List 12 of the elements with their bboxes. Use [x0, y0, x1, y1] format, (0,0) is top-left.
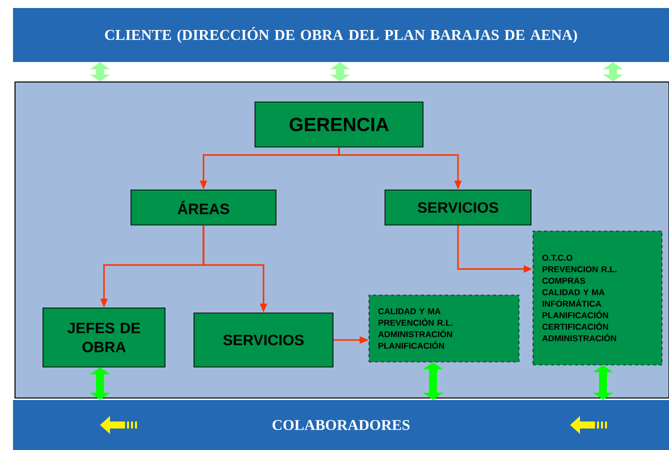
- double-arrow: [602, 62, 624, 82]
- process-box: SERVICIOS: [384, 190, 532, 226]
- process-box: ÁREAS: [130, 190, 276, 226]
- list-box: CALIDAD Y MA PREVENCIÓN R.L. ADMINISTRACIÓN PLANIFICACIÓN: [368, 294, 520, 362]
- double-arrow: [90, 62, 110, 82]
- double-arrow: [330, 62, 350, 82]
- process-box: GERENCIA: [254, 102, 424, 148]
- header-band: CLIENTE (DIRECCIÓN DE OBRA DEL PLAN BARAJAS DE AENA): [13, 8, 669, 62]
- header-band: COLABORADORES: [13, 400, 669, 450]
- process-box: SERVICIOS: [194, 312, 334, 368]
- process-box: JEFES DE OBRA: [42, 308, 166, 368]
- list-box: O.T.C.O PREVENCION R.L. COMPRAS CALIDAD Y MA INFORMÁTICA PLANIFICACIÓN CERTIFICACIÓN ADMINISTRACIÓN: [532, 230, 662, 366]
